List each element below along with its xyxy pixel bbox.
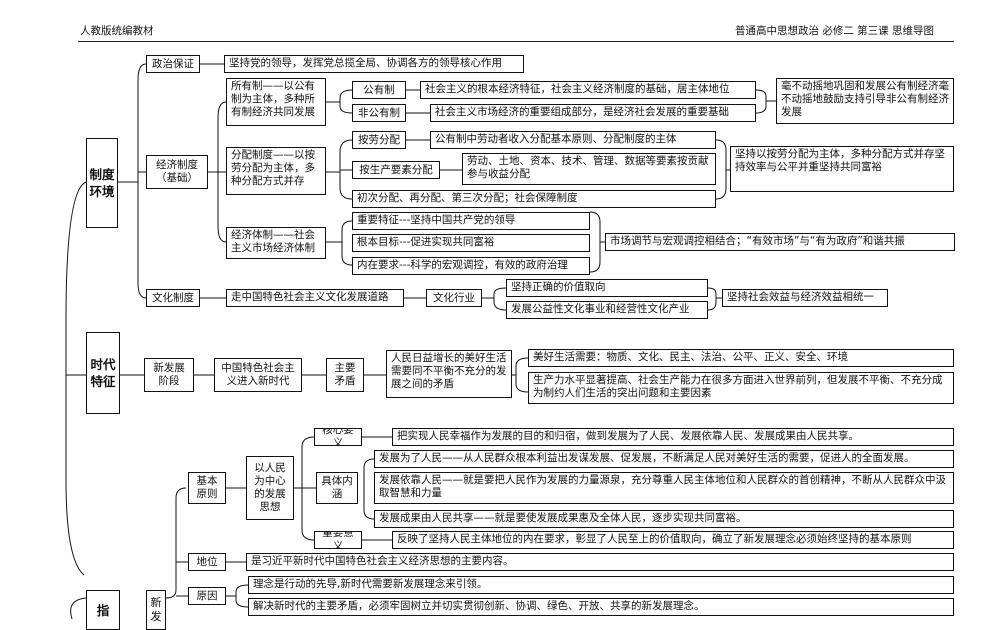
header-left-text: 人教版统编教材 — [80, 25, 154, 37]
gongyouzhi-text: 社会主义的根本经济特征，社会主义经济制度的基础，居主体地位 — [420, 81, 756, 99]
zhongyao-yiyi-label: 重要意义 — [314, 531, 362, 549]
wenhua-note: 坚持社会效益与经济效益相统一 — [722, 289, 888, 307]
category-zhiyin: 指 — [86, 590, 120, 630]
renmin-zhongxin-label: 以人民为中心的发展思想 — [246, 456, 294, 520]
yuanyin-item-1: 理念是行动的先导,新时代需要新发展理念来引领。 — [248, 576, 954, 594]
diwei-label: 地位 — [188, 553, 226, 571]
feigongyouzhi-text: 社会主义市场经济的重要组成部分，是经济社会发展的重要基础 — [430, 104, 756, 122]
suoyouzhi-label: 所有制——以公有制为主体，多种所有制经济共同发展 — [226, 78, 326, 126]
fenpei-note: 坚持以按劳分配为主体，多种分配方式并存坚持效率与公平并重坚持共同富裕 — [730, 146, 954, 192]
tizhi-label: 经济体制——社会主义市场经济体制 — [226, 227, 326, 259]
hexin-yaoyi-label: 核心要义 — [314, 428, 362, 446]
xin-fazhan-jieduan: 新发展阶段 — [144, 358, 194, 392]
wenhua-hangye: 文化行业 — [426, 289, 482, 307]
tizhi-note: 市场调节与宏观调控相结合；“有效市场”与“有为政府”和谐共振 — [605, 233, 955, 251]
zhuyao-maodun-label: 主要矛盾 — [326, 358, 364, 392]
xinshidai: 中国特色社会主义进入新时代 — [214, 358, 302, 392]
fenpei-label: 分配制度——以按劳分配为主体，多种分配方式并存 — [226, 147, 326, 195]
diwei-text: 是习近平新时代中国特色社会主义经济思想的主要内容。 — [246, 553, 954, 571]
category-shidai-tezheng: 时代特征 — [86, 332, 120, 414]
shengchanli-text: 生产力水平显著提高、社会生产能力在很多方面进入世界前列，但发展不平衡、不充分成为… — [528, 372, 954, 404]
hexin-yaoyi-text: 把实现人民幸福作为发展的目的和归宿，做到发展为了人民、发展依靠人民、发展成果由人… — [392, 428, 954, 446]
anyaosu-label: 按生产要素分配 — [352, 161, 440, 179]
yuanyin-label: 原因 — [188, 587, 226, 605]
anlao-label: 按劳分配 — [352, 131, 406, 149]
zhuyao-maodun-text: 人民日益增长的美好生活需要同不平衡不充分的发展之间的矛盾 — [386, 350, 512, 398]
wenhua-road: 走中国特色社会主义文化发展道路 — [226, 289, 404, 307]
meihao-shenghuo-text: 美好生活需要：物质、文化、民主、法治、公平、正义、安全、环境 — [528, 349, 954, 367]
zhengzhi-text: 坚持党的领导，发挥党总揽全局、协调各方的领导核心作用 — [224, 55, 524, 73]
juti-neihan-item-2: 发展依靠人民——就是要把人民作为发展的力量源泉，充分尊重人民主体地位和人民群众的… — [374, 472, 954, 504]
category-zhidu-huanjing: 制度环境 — [86, 138, 118, 228]
anlao-text: 公有制中劳动者收入分配基本原则、分配制度的主体 — [430, 131, 716, 149]
wenhua-item-2: 发展公益性文化事业和经营性文化产业 — [506, 301, 708, 319]
feigongyouzhi-label: 非公有制 — [352, 104, 406, 122]
wenhua-item-1: 坚持正确的价值取向 — [506, 279, 708, 297]
anyaosu-text: 劳动、土地、资本、技术、管理、数据等要素按贡献参与收益分配 — [462, 153, 716, 185]
chuci-text: 初次分配、再分配、第三次分配；社会保障制度 — [352, 190, 716, 208]
zhengzhi-label: 政治保证 — [146, 55, 200, 73]
juti-neihan-item-1: 发展为了人民——从人民群众根本利益出发谋发展、促发展，不断满足人民对美好生活的需… — [374, 450, 954, 468]
tizhi-item-1: 重要特征---坚持中国共产党的领导 — [352, 212, 590, 230]
jingji-label: 经济制度（基础） — [146, 155, 208, 189]
zhongyao-yiyi-text: 反映了坚持人民主体地位的内在要求，彰显了人民至上的价值取向，确立了新发展理念必须… — [392, 531, 954, 549]
xin-fazhan-label: 新发 — [146, 590, 166, 630]
juti-neihan-label: 具体内涵 — [316, 472, 358, 504]
header-rule — [78, 41, 954, 42]
suoyouzhi-note: 毫不动摇地巩固和发展公有制经济毫不动摇地鼓励支持引导非公有制经济发展 — [776, 78, 954, 124]
tizhi-item-2: 根本目标---促进实现共同富裕 — [352, 234, 590, 252]
header-right-text: 普通高中思想政治 必修二 第三课 思维导图 — [734, 25, 934, 37]
gongyouzhi-label: 公有制 — [352, 81, 406, 99]
jiben-yuanze-label: 基本原则 — [188, 472, 226, 504]
tizhi-item-3: 内在要求---科学的宏观调控，有效的政府治理 — [352, 257, 590, 275]
juti-neihan-item-3: 发展成果由人民共享——就是要使发展成果惠及全体人民，逐步实现共同富裕。 — [374, 510, 954, 528]
yuanyin-item-2: 解决新时代的主要矛盾，必须牢固树立并切实贯彻创新、协调、绿色、开放、共享的新发展… — [248, 598, 954, 616]
wenhua-label: 文化制度 — [146, 289, 200, 307]
